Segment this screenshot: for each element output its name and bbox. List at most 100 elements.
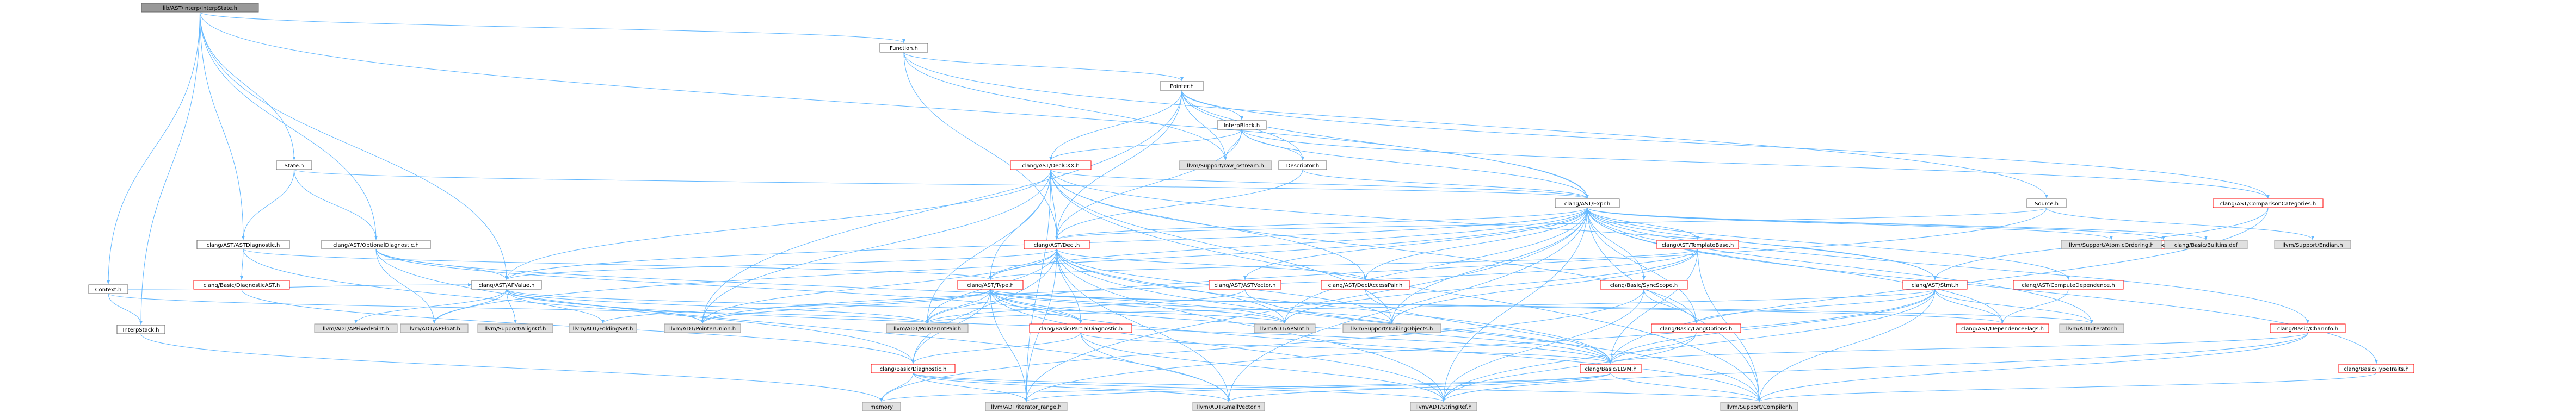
node-box [2338, 364, 2414, 373]
node-interpblock-h[interactable]: InterpBlock.h [1217, 120, 1267, 130]
node-box [1160, 81, 1204, 91]
node-clang-ast-stmt-h[interactable]: clang/AST/Stmt.h [1902, 280, 1968, 290]
edge-decl-to-smallvector [1056, 248, 1230, 402]
node-clang-basic-llvm-h[interactable]: clang/Basic/LLVM.h [1580, 364, 1642, 373]
edge-declcxx-to-trailingobj [1050, 169, 1394, 324]
edge-expr-to-decl [1055, 207, 1588, 240]
edge-pointer-to-rawostream [1181, 90, 1227, 161]
node-clang-basic-partialdiagnostic-h[interactable]: clang/Basic/PartialDiagnostic.h [1029, 323, 1132, 333]
edge-interpblock-to-rawostream [1224, 129, 1242, 161]
node-box [1651, 323, 1741, 333]
node-clang-basic-syncscope-h[interactable]: clang/Basic/SyncScope.h [1600, 280, 1688, 290]
edge-stmt-to-depflags [1934, 289, 2004, 324]
node-label: Pointer.h [1170, 84, 1194, 90]
edge-decl-to-diagnostic [911, 248, 1057, 364]
edge-expr-to-iterrange [1025, 207, 1588, 402]
edge-decl-to-partialdiag [1056, 248, 1082, 324]
edge-declcxx-to-expr [1050, 169, 1589, 199]
edge-expr-to-stmt [1587, 207, 1937, 280]
edge-templatebase-to-pointerunion [701, 248, 1698, 324]
edge-decl-to-type [989, 248, 1057, 280]
edge-templatebase-to-type [989, 248, 1698, 280]
edge-expr-to-apsint [1283, 207, 1588, 324]
node-clang-ast-astvector-h[interactable]: clang/AST/ASTVector.h [1209, 280, 1281, 290]
node-label: clang/AST/Expr.h [1564, 201, 1610, 207]
edge-diagnostic-to-smallvector [913, 372, 1230, 402]
edge-function-to-source [903, 52, 2048, 199]
node-label: lib/AST/Interp/InterpState.h [163, 5, 237, 11]
edge-expr-to-templatebase [1587, 207, 1699, 240]
node-box [1555, 198, 1620, 208]
node-context-h[interactable]: Context.h [88, 284, 128, 294]
node-box [879, 43, 928, 53]
edge-diagnostic-to-memory [880, 372, 914, 402]
node-box [1192, 402, 1265, 411]
node-label: clang/Basic/TypeTraits.h [2344, 366, 2409, 372]
edge-function-to-decl [903, 52, 1058, 240]
node-clang-basic-typetraits-h[interactable]: clang/Basic/TypeTraits.h [2338, 364, 2414, 373]
edge-source-to-endian [2046, 207, 2314, 240]
edge-diagnostic-to-compiler [913, 372, 1761, 402]
node-box [2026, 198, 2067, 208]
edge-charinfo-to-compiler [1758, 332, 2308, 402]
node-label: clang/AST/Type.h [967, 283, 1014, 289]
node-clang-ast-declcxx-h[interactable]: clang/AST/DeclCXX.h [1010, 160, 1092, 170]
dependency-nodes: lib/AST/Interp/InterpState.hFunction.hPo… [88, 3, 2414, 411]
node-box [1321, 280, 1410, 290]
node-box [1254, 323, 1316, 333]
node-clang-ast-expr-h[interactable]: clang/AST/Expr.h [1555, 198, 1620, 208]
node-box [886, 323, 969, 333]
node-box [985, 402, 1068, 411]
node-clang-ast-templatebase-h[interactable]: clang/AST/TemplateBase.h [1656, 240, 1739, 249]
edge-pointer-to-declcxx [1049, 90, 1182, 161]
node-clang-ast-decl-h[interactable]: clang/AST/Decl.h [1024, 240, 1090, 249]
edge-expr-to-atomicord [1587, 207, 2113, 240]
node-clang-basic-charinfo-h[interactable]: clang/Basic/CharInfo.h [2270, 323, 2346, 333]
node-label: clang/AST/Decl.h [1034, 242, 1080, 248]
node-clang-ast-declaccesspair-h[interactable]: clang/AST/DeclAccessPair.h [1321, 280, 1410, 290]
node-label: clang/AST/OperationKinds.h [2125, 242, 2202, 248]
node-clang-ast-apvalue-h[interactable]: clang/AST/APValue.h [471, 280, 542, 290]
node-label: clang/Basic/CharInfo.h [2277, 326, 2338, 332]
node-box [2164, 240, 2248, 249]
node-clang-ast-astdiagnostic-h[interactable]: clang/AST/ASTDiagnostic.h [196, 240, 290, 249]
edge-apvalue-to-apfloat [433, 289, 507, 324]
edge-stmt-to-langoptions [1694, 289, 1936, 324]
edge-expr-to-iterator [1587, 207, 2093, 324]
node-llvm-support-trailingobjects-h: llvm/Support/TrailingObjects.h [1342, 323, 1441, 333]
node-function-h[interactable]: Function.h [879, 43, 928, 53]
node-clang-ast-comparisoncategories-h[interactable]: clang/AST/ComparisonCategories.h [2213, 198, 2324, 208]
node-label: clang/AST/DeclCXX.h [1022, 163, 1079, 169]
edge-charinfo-to-llvmh [1609, 332, 2308, 364]
node-clang-ast-computedependence-h[interactable]: clang/AST/ComputeDependence.h [2013, 280, 2124, 290]
edge-interpblock-to-descriptor [1241, 129, 1304, 161]
node-label: llvm/Support/AlignOf.h [485, 326, 546, 332]
node-llvm-adt-pointerintpair-h: llvm/ADT/PointerIntPair.h [886, 323, 969, 333]
node-descriptor-h[interactable]: Descriptor.h [1278, 160, 1327, 170]
node-clang-ast-optionaldiagnostic-h[interactable]: clang/AST/OptionalDiagnostic.h [321, 240, 431, 249]
node-label: llvm/ADT/APFixedPoint.h [323, 326, 389, 332]
node-label: Source.h [2035, 201, 2059, 207]
edge-type-to-pointerunion [701, 289, 991, 324]
node-state-h[interactable]: State.h [276, 160, 312, 170]
node-clang-ast-type-h[interactable]: clang/AST/Type.h [957, 280, 1024, 290]
node-clang-basic-diagnosticast-h[interactable]: clang/Basic/DiagnosticAST.h [193, 280, 290, 290]
node-box [2213, 198, 2324, 208]
edge-llvmh-to-memory [880, 372, 1611, 402]
node-source-h[interactable]: Source.h [2026, 198, 2067, 208]
node-interpstack-h[interactable]: InterpStack.h [116, 325, 165, 334]
node-label: memory [870, 404, 893, 410]
node-box [193, 280, 290, 290]
edge-interpstack-to-memory [140, 333, 883, 402]
node-label: clang/Basic/DiagnosticAST.h [204, 283, 280, 289]
node-box [1902, 280, 1968, 290]
node-clang-ast-dependenceflags-h[interactable]: clang/AST/DependenceFlags.h [1956, 323, 2049, 333]
node-box [1580, 364, 1642, 373]
node-clang-basic-langoptions-h[interactable]: clang/Basic/LangOptions.h [1651, 323, 1741, 333]
node-pointer-h[interactable]: Pointer.h [1160, 81, 1204, 91]
node-box [321, 240, 431, 249]
edge-stmt-to-stringref [1442, 289, 1936, 402]
node-box [471, 280, 542, 290]
node-clang-basic-diagnostic-h[interactable]: clang/Basic/Diagnostic.h [871, 364, 956, 373]
edge-syncscope-to-stringref [1442, 289, 1644, 402]
